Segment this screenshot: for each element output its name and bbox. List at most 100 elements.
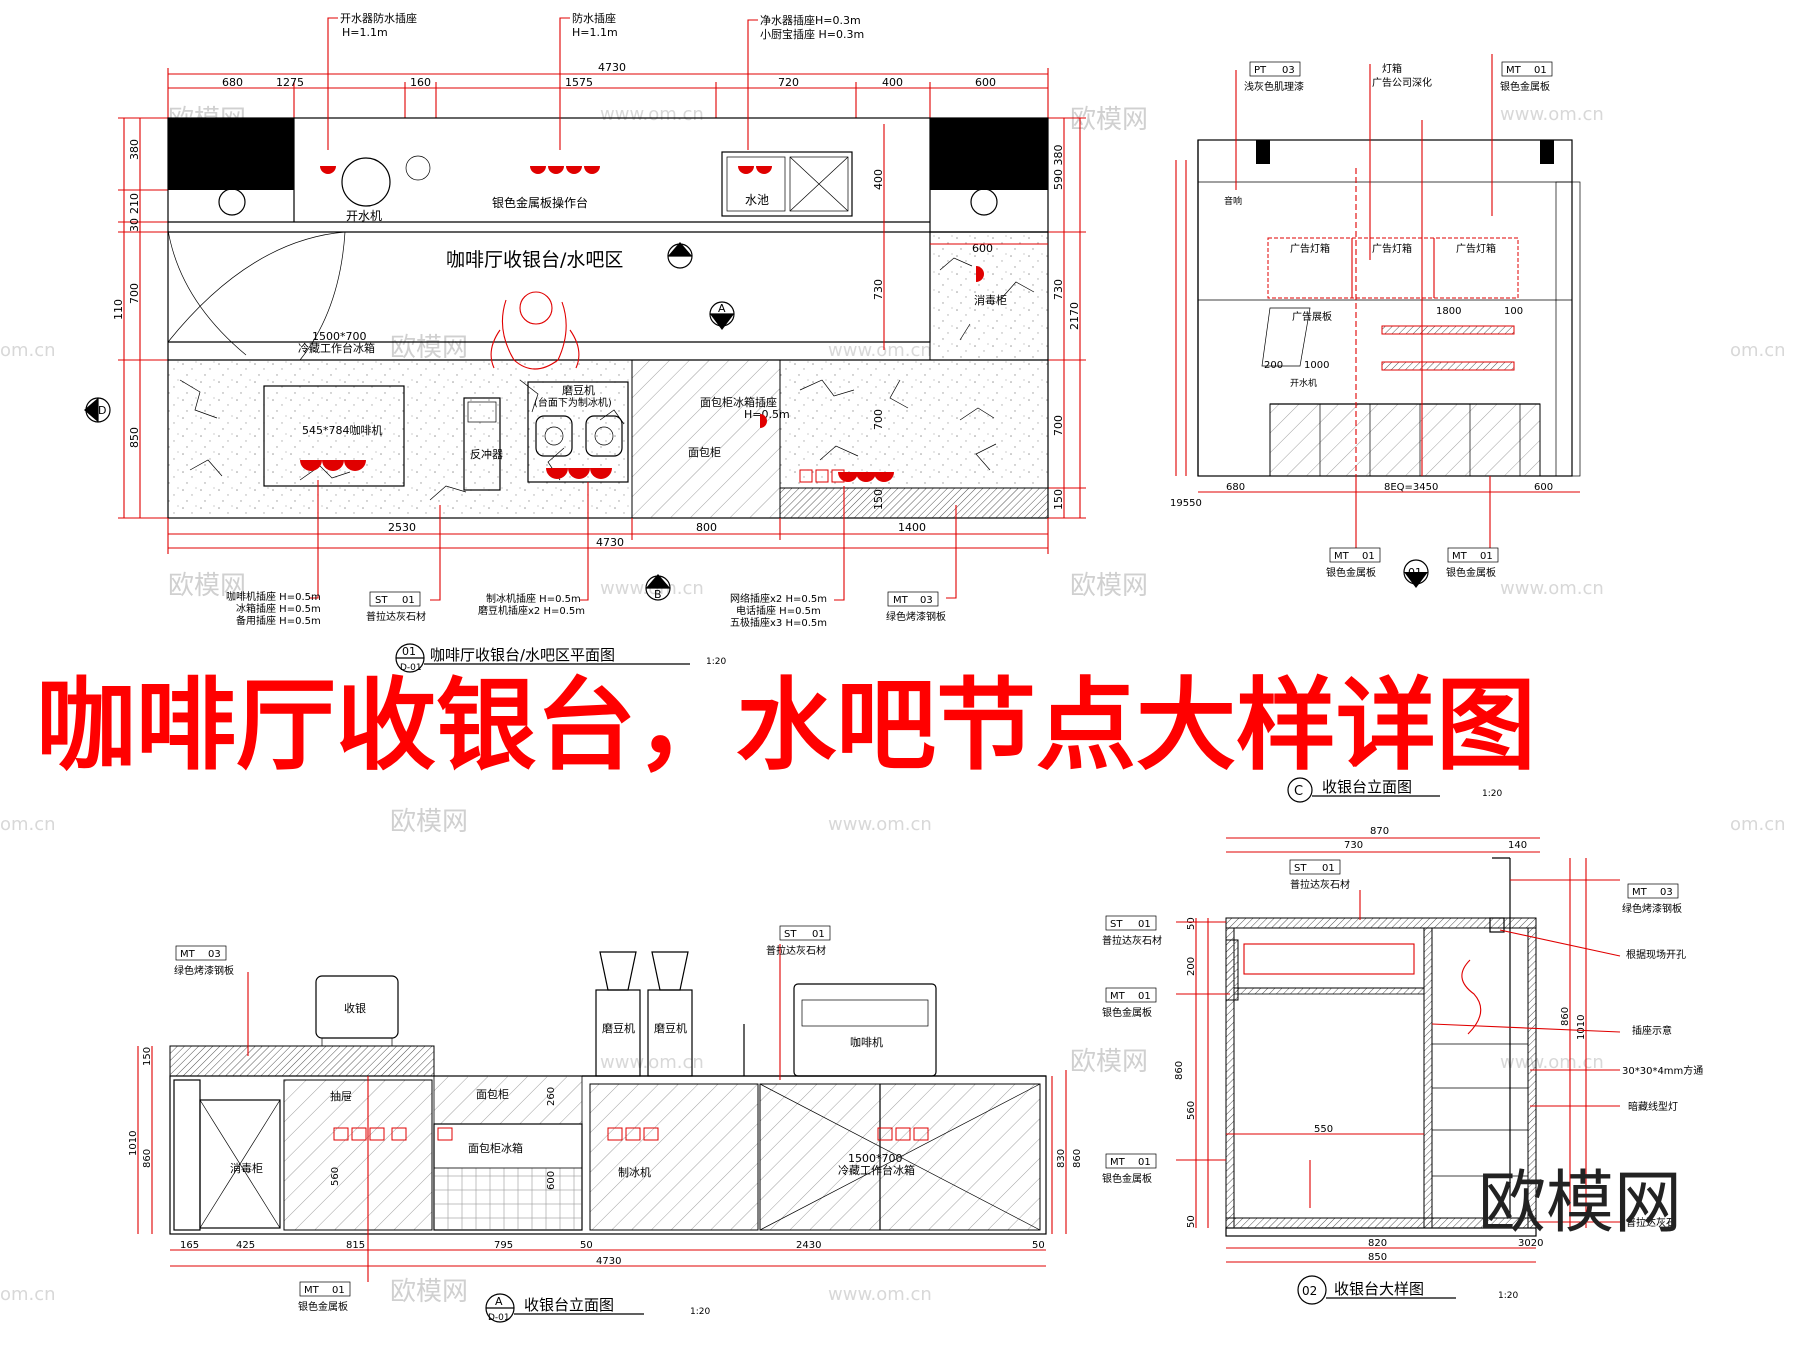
detail-mt-num: 03 (1660, 887, 1673, 898)
elev-a-mt-text: 绿色烤漆钢板 (174, 964, 234, 977)
elev-a-bottom-tag: MT (304, 1285, 320, 1296)
elev-a-dim: 165 (180, 1240, 199, 1251)
plan-dim-left: 700 (128, 283, 141, 304)
elevation-a: 消毒柜 抽屉 收银 面包柜 面包柜冰箱 制冰机 1500*700 冷藏工作台冰箱… (128, 925, 1083, 1323)
pt-num: 03 (1282, 65, 1295, 76)
corner-logo: 欧模网 (1478, 1164, 1682, 1243)
banner-title: 咖啡厅收银台，水吧节点大样详图 (36, 667, 1536, 784)
detail-st-tag: ST (1110, 919, 1123, 930)
plan-grinder-note: (台面下为制冰机) (534, 396, 612, 409)
detail-mt-num: 01 (1138, 991, 1151, 1002)
plan-grinder: 磨豆机 (562, 383, 595, 397)
plan-dim-top: 1275 (276, 76, 304, 89)
elev-a-dim: 2430 (796, 1240, 821, 1251)
elevation-c: 广告灯箱 广告灯箱 广告灯箱 广告展板 1800 100 1000 200 音响… (1170, 54, 1581, 803)
detail-scale: 1:20 (1498, 1291, 1518, 1301)
detail-dim-bottom: 820 (1368, 1238, 1387, 1249)
mt-num: 01 (1534, 65, 1547, 76)
detail-label-left: 银色金属板 (1102, 1172, 1152, 1185)
wall-block (168, 118, 294, 190)
plan-dim-left: 210 (128, 193, 141, 214)
detail-label-right: 普拉达灰石 (1626, 1216, 1676, 1229)
plan-dim-left: 110 (112, 299, 125, 320)
plan-tag-st-text: 普拉达灰石材 (366, 610, 426, 623)
elev-a-dim: 795 (494, 1240, 513, 1251)
plan-dim-right: 700 (1052, 415, 1065, 436)
detail-dim-right: 1010 (1576, 1015, 1587, 1040)
plan-dim-bottom: 800 (696, 521, 717, 534)
plan-note-net: 网络插座x2 H=0.5m (730, 592, 827, 605)
elev-a-dim-left: 860 (142, 1149, 153, 1168)
plan-dim-total-bottom: 4730 (596, 536, 624, 549)
socket-symbols (300, 166, 984, 483)
plan-dim-right: 2170 (1068, 302, 1081, 330)
plan-dim-left: 30 (128, 218, 141, 232)
ad-board: 广告展板 (1292, 310, 1332, 323)
detail-label-left: 银色金属板 (1102, 1006, 1152, 1019)
plan-note-purifier: 净水器插座H=0.3m (760, 13, 861, 27)
watermark-edge: om.cn (0, 814, 56, 835)
watermark-logo: 欧模网 (390, 807, 468, 837)
elev-a-grinder: 磨豆机 (654, 1021, 687, 1035)
detail-top-tag: 普拉达灰石材 (1290, 878, 1350, 891)
plan-coffee-machine: 545*784咖啡机 (302, 423, 383, 437)
plan-bread-socket: 面包柜冰箱插座 (700, 395, 777, 409)
plan-dim-top: 400 (882, 76, 903, 89)
plan-bread-cabinet: 面包柜 (688, 446, 721, 459)
plan-softener: 反冲器 (470, 447, 503, 461)
svg-text:B: B (654, 588, 662, 601)
detail-st-num: 01 (1322, 863, 1335, 874)
lightbox: 灯箱 (1382, 62, 1402, 75)
plan-dim-top: 160 (410, 76, 431, 89)
plan-dim-total: 4730 (598, 61, 626, 74)
detail-st-tag: ST (1294, 863, 1307, 874)
pt-text: 浅灰色肌理漆 (1244, 80, 1304, 93)
mt-tag: MT (1334, 551, 1350, 562)
watermark-edge: om.cn (0, 340, 56, 361)
elev-a-ref: D-01 (488, 1313, 510, 1323)
plan-dim-left: 850 (128, 427, 141, 448)
plan-note-ice: 磨豆机插座x2 H=0.5m (478, 604, 585, 617)
svg-text:C: C (676, 244, 684, 257)
mt-num: 01 (1362, 551, 1375, 562)
svg-text:A: A (718, 302, 726, 315)
elev-a-grinder: 磨豆机 (602, 1021, 635, 1035)
plan-dim-600: 600 (972, 242, 993, 255)
elev-a-dim-right: 860 (1072, 1149, 1083, 1168)
section-symbol-c: C (667, 242, 693, 269)
plan-note-ice: 制冰机插座 H=0.5m (486, 592, 581, 605)
elev-c-bottom-tag: 银色金属板 (1326, 566, 1376, 579)
plan-note-water: 开水器防水插座 (340, 11, 417, 25)
detail-label-right: 暗藏线型灯 (1628, 1100, 1678, 1113)
detail-dim-right: 860 (1560, 1007, 1571, 1026)
elev-a-dim: 50 (580, 1240, 593, 1251)
ad-lightbox: 广告灯箱 (1456, 242, 1496, 255)
plan-area-label: 咖啡厅收银台/水吧区 (446, 249, 623, 271)
plan-note-proof: 防水插座 (572, 11, 616, 25)
plan-dim-730: 730 (872, 279, 885, 300)
plan-dim-700: 700 (872, 409, 885, 430)
elev-c-dim: 8EQ=3450 (1384, 482, 1438, 493)
watermark-logo: 欧模网 (1070, 105, 1148, 135)
elev-a-dim-600: 600 (546, 1171, 557, 1190)
plan-fridge-name: 冷藏工作台冰箱 (298, 341, 375, 355)
dim-200: 200 (1264, 360, 1283, 371)
detail-dim-bottom: 850 (1368, 1252, 1387, 1263)
detail-mt-tag: MT (1110, 991, 1126, 1002)
ad-lightbox: 广告灯箱 (1290, 242, 1330, 255)
plan-dim-top: 680 (222, 76, 243, 89)
plan-note-proof-h: H=1.1m (572, 26, 618, 39)
detail-mt-tag: MT (1110, 1157, 1126, 1168)
elev-a-mt-tag: MT (180, 949, 196, 960)
plan-dim-top: 1575 (565, 76, 593, 89)
watermark-url: www.om.cn (1500, 1052, 1604, 1073)
plan-disinfect: 消毒柜 (974, 293, 1007, 307)
watermark-edge: om.cn (1730, 340, 1786, 361)
watermark-url: www.om.cn (828, 340, 932, 361)
detail-num: 02 (1302, 1284, 1317, 1298)
elev-a-sockets (333, 1127, 929, 1141)
elev-a-title: 收银台立面图 (524, 1296, 614, 1314)
elev-a-dim: 425 (236, 1240, 255, 1251)
wall-block (930, 118, 1048, 190)
plan-title-block: 01 D-01 咖啡厅收银台/水吧区平面图 1:20 (395, 643, 726, 673)
